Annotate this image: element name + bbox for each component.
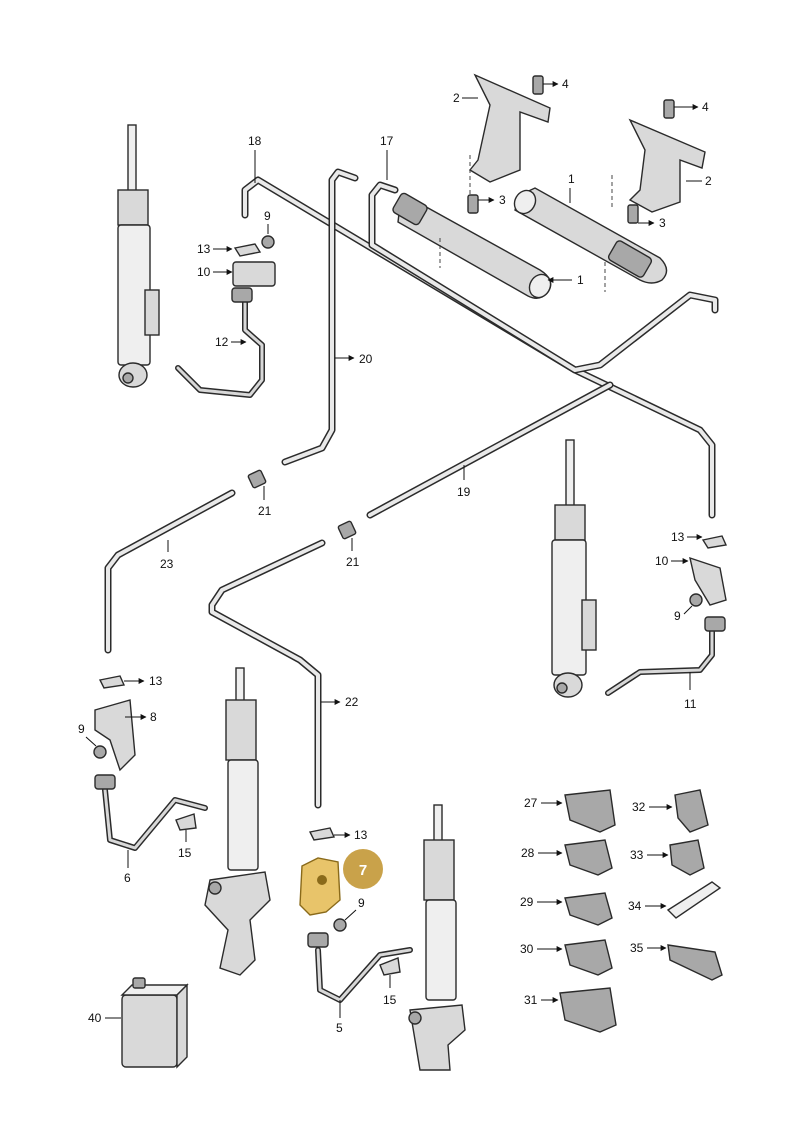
callout-40: 40	[88, 1011, 102, 1025]
shock-absorber-rear-left	[117, 124, 160, 388]
callout-32: 32	[632, 800, 646, 814]
strut-front-left	[204, 667, 271, 976]
callout-21a: 21	[258, 504, 272, 518]
callout-19: 19	[457, 485, 471, 499]
callout-2b: 2	[705, 174, 712, 188]
callout-6: 6	[124, 871, 131, 885]
callout-9b: 9	[674, 609, 681, 623]
callout-13b: 13	[671, 530, 685, 544]
highlighted-bracket-part-7[interactable]	[299, 857, 341, 916]
callout-9a: 9	[264, 209, 271, 223]
callout-9d: 9	[358, 896, 365, 910]
badge-label-7: 7	[359, 862, 367, 879]
callout-12: 12	[215, 335, 229, 349]
fluid-container-40	[120, 977, 189, 1069]
shock-absorber-rear-right	[551, 439, 597, 698]
part-34	[666, 881, 722, 919]
part-33	[669, 839, 705, 876]
part-28	[564, 839, 613, 876]
part-35	[667, 944, 723, 981]
part-32	[674, 789, 709, 833]
callout-27: 27	[524, 796, 538, 810]
mounting-bracket-right	[611, 118, 706, 213]
callout-11: 11	[684, 697, 697, 711]
mounting-bracket-top	[468, 73, 551, 195]
callout-17: 17	[380, 134, 394, 148]
callout-5: 5	[336, 1021, 343, 1035]
callout-30: 30	[520, 942, 534, 956]
callout-13c: 13	[149, 674, 163, 688]
part-30	[564, 939, 613, 976]
callout-labels: 1 1 2 2 3 3 4 4 5 6 8 9 9 9 9	[78, 77, 712, 1035]
callout-22: 22	[345, 695, 359, 709]
callout-3b: 3	[659, 216, 666, 230]
part-27	[564, 789, 616, 833]
callout-13d: 13	[354, 828, 368, 842]
callout-1a: 1	[568, 172, 575, 186]
callout-8: 8	[150, 710, 157, 724]
strut-front-right	[408, 804, 466, 1071]
callout-34: 34	[628, 899, 642, 913]
callout-28: 28	[521, 846, 535, 860]
callout-35: 35	[630, 941, 644, 955]
clip-holders	[559, 789, 723, 1033]
callout-4b: 4	[702, 100, 709, 114]
callout-29: 29	[520, 895, 534, 909]
pressure-accumulator-right	[513, 187, 668, 292]
callout-18: 18	[248, 134, 262, 148]
callout-13a: 13	[197, 242, 211, 256]
callout-2a: 2	[453, 91, 460, 105]
callout-33: 33	[630, 848, 644, 862]
callout-4a: 4	[562, 77, 569, 91]
callout-15a: 15	[178, 846, 192, 860]
callout-10a: 10	[197, 265, 211, 279]
clamp-brackets	[93, 235, 728, 976]
hoses	[102, 297, 715, 1003]
part-31	[559, 987, 617, 1033]
callout-21b: 21	[346, 555, 360, 569]
pressure-accumulator-left	[392, 192, 552, 299]
callout-31: 31	[524, 993, 538, 1007]
part-29	[564, 892, 613, 926]
callout-9c: 9	[78, 722, 85, 736]
callout-20: 20	[359, 352, 373, 366]
callout-15b: 15	[383, 993, 397, 1007]
callout-1b: 1	[577, 273, 584, 287]
callout-3a: 3	[499, 193, 506, 207]
callout-10b: 10	[655, 554, 669, 568]
bolts	[467, 75, 675, 224]
pipe-lines	[104, 168, 719, 809]
callout-badge-7[interactable]: 7	[343, 849, 383, 889]
callout-23: 23	[160, 557, 174, 571]
